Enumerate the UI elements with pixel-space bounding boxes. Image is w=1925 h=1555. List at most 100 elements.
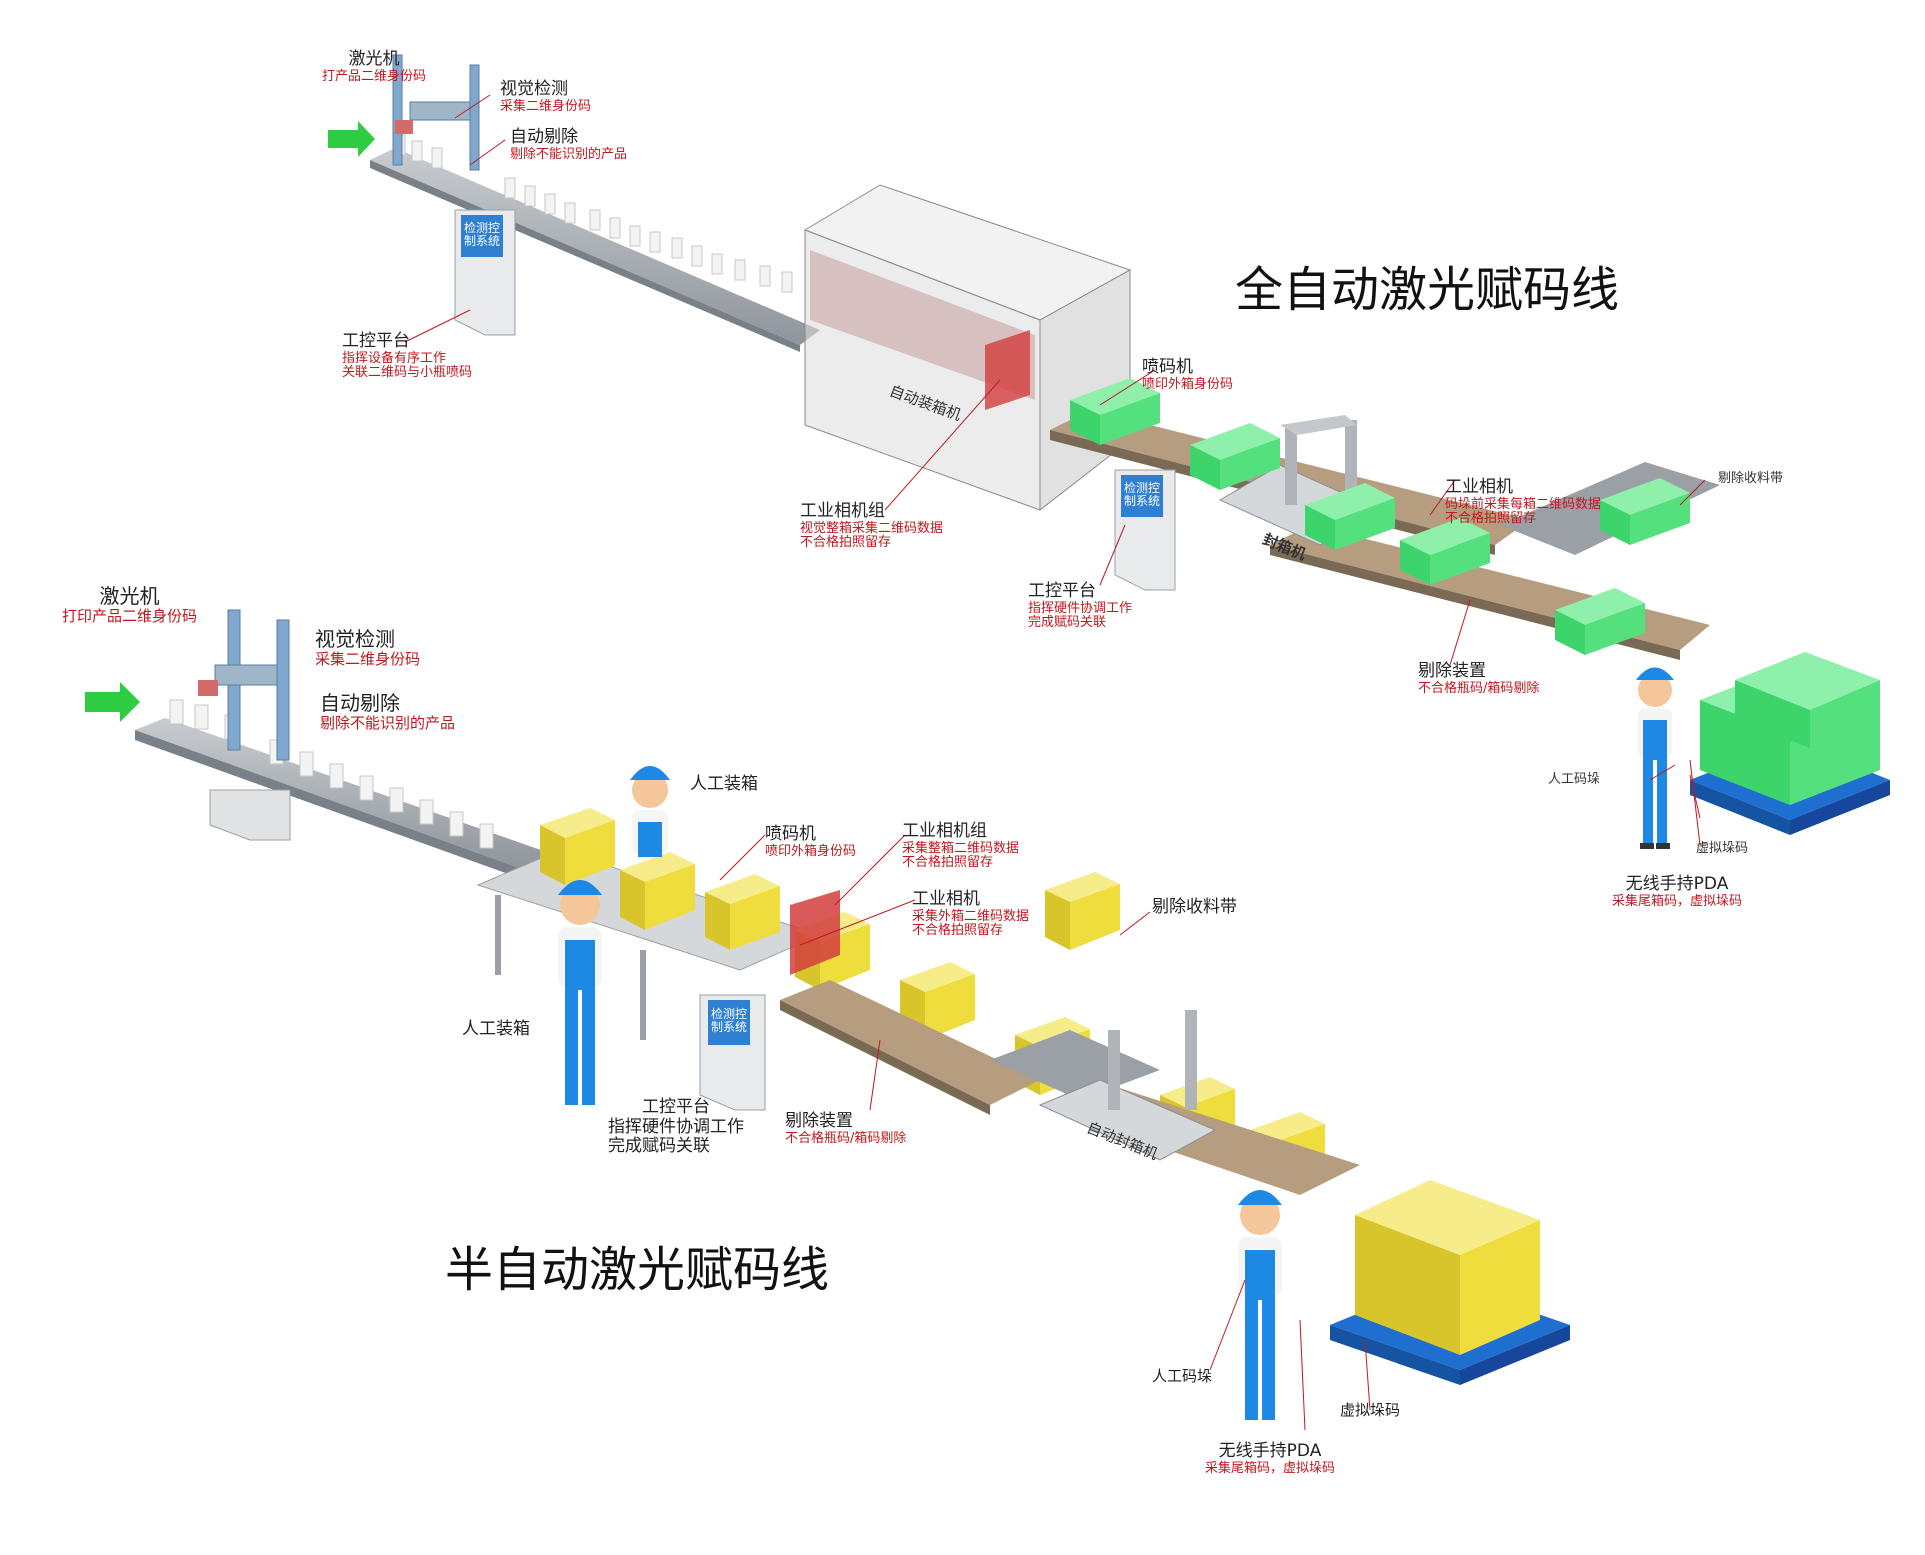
reject-desc: 剔除不能识别的产品 <box>510 146 628 162</box>
green-cases <box>1070 378 1690 655</box>
camera-desc-1: 码垛前采集每箱二维码数据 <box>1445 496 1602 512</box>
control-name-semi: 工控平台 <box>642 1097 710 1117</box>
pda-desc: 采集尾箱码，虚拟垛码 <box>1612 893 1743 909</box>
vision-desc: 采集二维身份码 <box>500 98 592 114</box>
label-pda-semi: 无线手持PDA 采集尾箱码，虚拟垛码 <box>1205 1441 1336 1476</box>
control2-desc-2: 完成赋码关联 <box>1028 615 1107 631</box>
label-manual-stack: 人工码垛 <box>1548 772 1600 788</box>
label-vision-semi: 视觉检测 采集二维身份码 <box>315 628 420 668</box>
reject-name: 自动剔除 <box>510 127 578 147</box>
control-desc-1: 指挥设备有序工作 <box>342 350 447 366</box>
virtual-stack-name: 虚拟垛码 <box>1696 841 1749 856</box>
worker-full <box>1636 667 1674 849</box>
camera-name-semi: 工业相机 <box>912 889 980 909</box>
control-screen <box>708 1000 750 1045</box>
pda-name-semi: 无线手持PDA <box>1218 1441 1322 1461</box>
laser-desc-semi: 打印产品二维身份码 <box>62 607 198 625</box>
inkjet-desc-semi: 喷印外箱身份码 <box>765 843 857 859</box>
bottle-row <box>394 134 793 293</box>
camera-group-desc-2: 不合格拍照留存 <box>800 535 892 551</box>
sealer-machine <box>1038 1079 1217 1161</box>
inkjet-name: 喷码机 <box>1142 357 1193 377</box>
label-virtual-stack: 虚拟垛码 <box>1696 841 1749 857</box>
laser-name-semi: 激光机 <box>99 584 160 608</box>
control-desc-1-semi: 指挥硬件协调工作 <box>608 1116 744 1137</box>
label-camera-semi: 工业相机 采集外箱二维码数据 不合格拍照留存 <box>912 889 1030 939</box>
label-manual-stack-semi: 人工码垛 <box>1152 1367 1213 1385</box>
reject-device-name-semi: 剔除装置 <box>785 1111 853 1131</box>
reject-device-name: 剔除装置 <box>1418 661 1486 681</box>
camera-group-desc-2-semi: 不合格拍照留存 <box>902 855 994 871</box>
camera-desc-2: 不合格拍照留存 <box>1445 511 1537 527</box>
label-manual-pack-1: 人工装箱 <box>690 774 758 795</box>
label-control-semi: 工控平台 指挥硬件协调工作 完成赋码关联 <box>608 1097 744 1157</box>
screen-text: 检测控制系统 <box>463 221 500 248</box>
control-screen <box>1121 475 1163 517</box>
label-reject-device: 剔除装置 不合格瓶码/箱码剔除 <box>1418 661 1540 696</box>
label-laser: 激光机 打产品二维身份码 <box>322 49 427 84</box>
inkjet-name-semi: 喷码机 <box>765 824 816 844</box>
label-control: 工控平台 指挥设备有序工作 关联二维码与小瓶喷码 <box>342 331 473 381</box>
label-reject-belt-semi: 剔除收料带 <box>1152 897 1237 918</box>
reject-belt-name-semi: 剔除收料带 <box>1152 897 1237 917</box>
label-camera-group: 工业相机组 视觉整箱采集二维码数据 不合格拍照留存 <box>800 501 943 551</box>
control2-desc-1: 指挥硬件协调工作 <box>1028 600 1133 616</box>
label-control-2: 工控平台 指挥硬件协调工作 完成赋码关联 <box>1028 581 1133 631</box>
reject-device-desc-semi: 不合格瓶码/箱码剔除 <box>785 1130 907 1146</box>
label-camera-group-semi: 工业相机组 采集整箱二维码数据 不合格拍照留存 <box>902 821 1019 871</box>
yellow-case-stack <box>1355 1180 1540 1355</box>
reject-device-desc: 不合格瓶码/箱码剔除 <box>1418 680 1540 696</box>
label-vision: 视觉检测 采集二维身份码 <box>500 79 592 114</box>
worker-packing-1 <box>630 766 670 857</box>
label-inkjet: 喷码机 喷印外箱身份码 <box>1142 357 1234 392</box>
inkjet-desc: 喷印外箱身份码 <box>1142 376 1234 392</box>
label-reject-device-semi: 剔除装置 不合格瓶码/箱码剔除 <box>785 1111 907 1146</box>
camera-name: 工业相机 <box>1445 477 1513 497</box>
screen-text: 检测控制系统 <box>710 1007 747 1034</box>
reject-desc-semi: 剔除不能识别的产品 <box>320 714 456 732</box>
label-reject-belt: 剔除收料带 <box>1718 471 1784 487</box>
control2-name: 工控平台 <box>1028 581 1096 601</box>
control-desc-2-semi: 完成赋码关联 <box>608 1136 710 1157</box>
label-inkjet-semi: 喷码机 喷印外箱身份码 <box>765 824 857 859</box>
camera-desc-1-semi: 采集外箱二维码数据 <box>912 908 1030 924</box>
title-full-auto: 全自动激光赋码线 <box>1235 262 1620 318</box>
reject-name-semi: 自动剔除 <box>320 691 400 715</box>
camera-group-name: 工业相机组 <box>800 501 885 521</box>
input-arrow-icon <box>328 121 375 157</box>
control-desc-2: 关联二维码与小瓶喷码 <box>342 365 473 381</box>
label-pda: 无线手持PDA 采集尾箱码，虚拟垛码 <box>1612 874 1743 909</box>
label-reject-semi: 自动剔除 剔除不能识别的产品 <box>320 692 455 732</box>
pda-name: 无线手持PDA <box>1625 874 1729 894</box>
virtual-stack-name-semi: 虚拟垛码 <box>1340 1401 1401 1419</box>
label-laser-semi: 激光机 打印产品二维身份码 <box>62 585 197 625</box>
pda-desc-semi: 采集尾箱码，虚拟垛码 <box>1205 1460 1336 1476</box>
full-line-graphics <box>328 54 1890 849</box>
worker-packing-2 <box>558 880 602 1105</box>
label-camera: 工业相机 码垛前采集每箱二维码数据 不合格拍照留存 <box>1445 477 1602 527</box>
green-case-stack <box>1700 652 1880 805</box>
vision-desc-semi: 采集二维身份码 <box>315 650 421 668</box>
label-reject: 自动剔除 剔除不能识别的产品 <box>510 127 628 162</box>
reject-belt-name: 剔除收料带 <box>1718 471 1784 486</box>
worker-stacking <box>1238 1190 1282 1420</box>
laser-frame <box>392 54 403 166</box>
vision-name: 视觉检测 <box>500 79 568 99</box>
vision-name-semi: 视觉检测 <box>315 627 395 651</box>
case-conveyor <box>780 980 1040 1105</box>
screen-text: 检测控制系统 <box>1123 481 1160 508</box>
bottle-conveyor <box>370 148 820 345</box>
semi-line-graphics <box>85 609 1570 1420</box>
manual-pack-1-name: 人工装箱 <box>690 774 758 794</box>
camera-desc-2-semi: 不合格拍照留存 <box>912 923 1004 939</box>
laser-desc: 打产品二维身份码 <box>322 68 427 84</box>
input-arrow-icon <box>85 682 140 722</box>
manual-pack-2-name: 人工装箱 <box>462 1019 530 1039</box>
control-name: 工控平台 <box>342 331 410 351</box>
label-manual-pack-2: 人工装箱 <box>462 1019 530 1040</box>
manual-stack-name-semi: 人工码垛 <box>1152 1367 1213 1385</box>
camera-group-name-semi: 工业相机组 <box>902 821 987 841</box>
label-virtual-stack-semi: 虚拟垛码 <box>1340 1401 1401 1419</box>
leader-lines <box>404 94 1706 1431</box>
